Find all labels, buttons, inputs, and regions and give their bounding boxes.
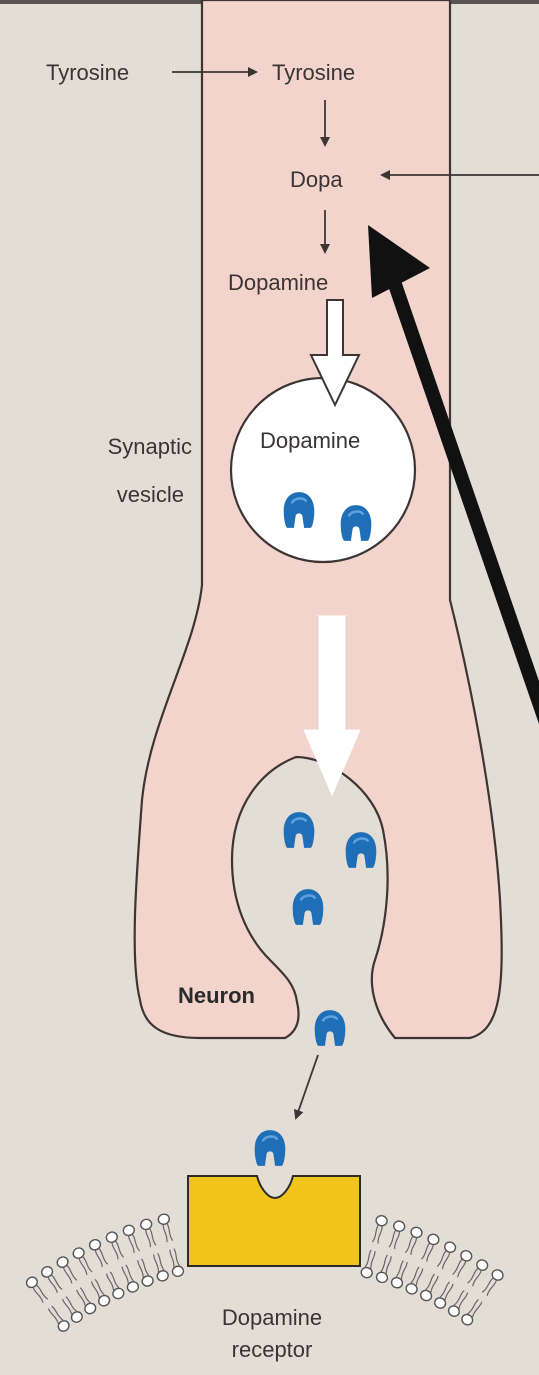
phospholipid-icon	[71, 1246, 111, 1308]
tyrosine-outside-label: Tyrosine	[46, 60, 129, 85]
dopamine-molecule-icon	[255, 1130, 286, 1166]
dopamine-molecule-icon	[315, 1010, 346, 1046]
phospholipid-icon	[375, 1220, 406, 1284]
phospholipid-icon	[88, 1238, 126, 1300]
neuron-label: Neuron	[178, 983, 255, 1008]
phospholipid-icon	[460, 1268, 505, 1327]
phospholipid-icon	[447, 1258, 490, 1318]
phospholipid-icon	[25, 1275, 72, 1333]
synaptic-vesicle-label-line2: vesicle	[117, 482, 184, 507]
synaptic-vesicle-label-line1: Synaptic	[108, 434, 192, 459]
phospholipid-icon	[40, 1265, 84, 1324]
receptor-label-line2: receptor	[232, 1337, 313, 1362]
dopamine-vesicle-label: Dopamine	[260, 428, 360, 453]
phospholipid-icon	[55, 1255, 97, 1316]
tyrosine-inside-label: Tyrosine	[272, 60, 355, 85]
diffusion-arrow	[296, 1055, 318, 1118]
receptor-label-line1: Dopamine	[222, 1305, 322, 1330]
phospholipid-icon	[139, 1218, 169, 1282]
dopamine-cytosol-label: Dopamine	[228, 270, 328, 295]
phospholipid-icon	[390, 1226, 423, 1290]
phospholipid-icon	[419, 1240, 457, 1302]
dopa-label: Dopa	[290, 167, 343, 192]
phospholipid-icon	[433, 1249, 474, 1310]
receptor-icon	[188, 1176, 360, 1266]
synaptic-vesicle	[231, 378, 415, 562]
phospholipid-icon	[360, 1214, 388, 1279]
phospholipid-icon	[157, 1213, 184, 1278]
